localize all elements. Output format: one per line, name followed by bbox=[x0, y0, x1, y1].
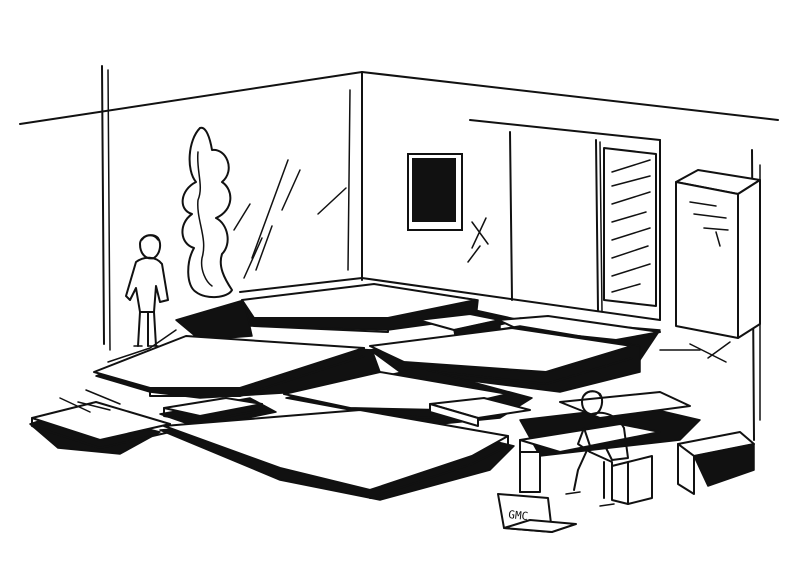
laptop: GMC bbox=[497, 493, 577, 533]
laptop-lid-text: GMC bbox=[508, 508, 529, 523]
seated-person bbox=[565, 390, 629, 507]
window-blinds bbox=[603, 147, 657, 307]
standing-person bbox=[125, 234, 169, 347]
wall-picture bbox=[407, 153, 463, 231]
floor-slabs bbox=[29, 283, 755, 505]
x-mark bbox=[467, 217, 489, 263]
tall-cabinet bbox=[675, 169, 761, 363]
flame-shape bbox=[181, 126, 233, 298]
wall-scribbles bbox=[233, 159, 347, 279]
